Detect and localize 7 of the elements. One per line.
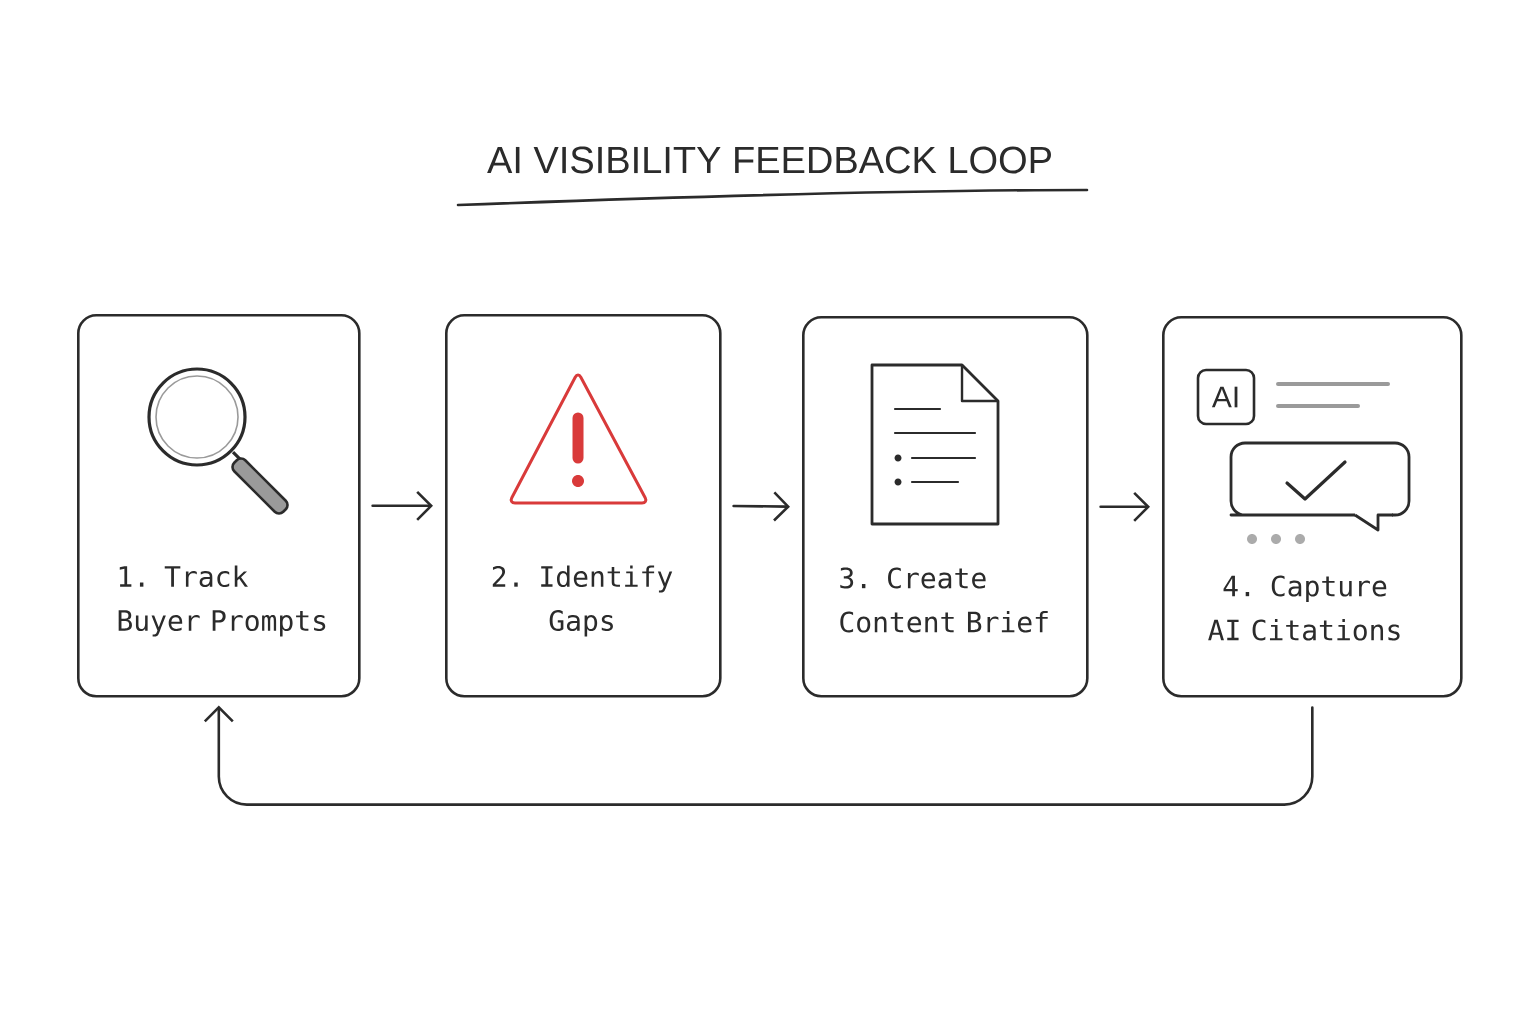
step-box: 3. Create Content Brief [802,316,1089,698]
arrow [203,705,1314,806]
title: AI VISIBILITY FEEDBACK LOOP [487,146,1051,174]
step-box: 1. Track Buyer Prompts [77,314,361,698]
step-box: 2. Identify Gaps [445,314,722,698]
ai-badge: AI [1196,368,1256,426]
arrow [371,490,433,521]
